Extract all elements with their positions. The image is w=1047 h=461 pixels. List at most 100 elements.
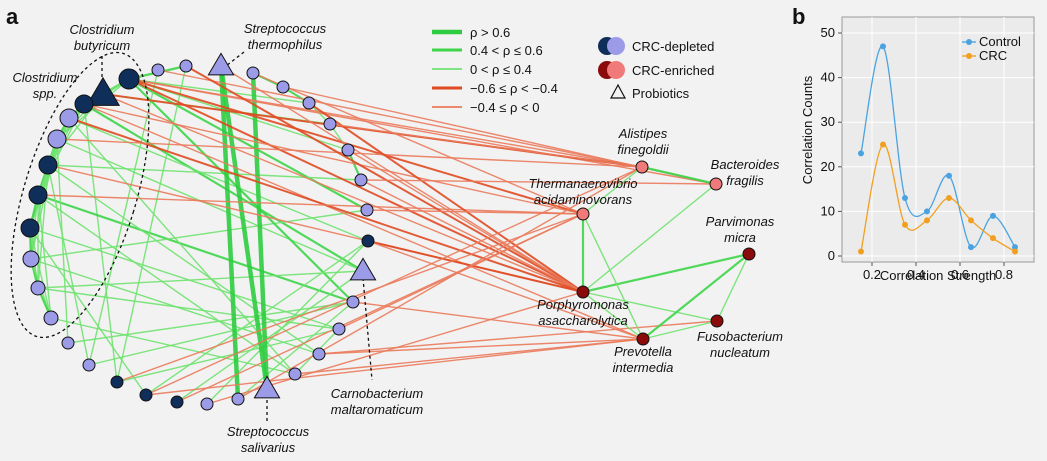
y-tick-label-5: 50	[821, 25, 835, 40]
point-control-7	[1012, 244, 1018, 251]
label-bacteroides-fragilis-2: fragilis	[726, 173, 764, 188]
legend-marker-crc	[966, 53, 972, 59]
node-n7	[28, 185, 48, 205]
legend-label-enriched: CRC-enriched	[632, 63, 714, 78]
clostridium-spp-group-outline	[10, 51, 150, 339]
plot-area	[841, 16, 1035, 263]
x-axis-label: Correlation Strength	[880, 268, 996, 283]
node-probiotic-cb	[85, 76, 121, 106]
label-clostridium-butyricum-1: Clostridium	[69, 22, 134, 37]
panel-b-label: b	[792, 4, 805, 29]
network-edge-sth-pas	[220, 65, 584, 293]
network-edge-n21-pin	[318, 338, 644, 355]
label-porphyromonas-1: Porphyromonas	[537, 297, 629, 312]
network-edge-n30-pas	[308, 102, 584, 293]
node-ta	[576, 207, 590, 221]
network-edge-n25-pin	[367, 240, 644, 340]
network-edge-pas-pin	[582, 291, 644, 340]
label-parvimonas-micra-1: Parvimonas	[706, 214, 775, 229]
label-clostridium-spp-2: spp.	[33, 86, 58, 101]
label-thermanaerovibrio-2: acidaminovorans	[534, 192, 633, 207]
callout-streptococcus-thermophilus	[225, 51, 245, 67]
network-edge-n27-bf	[360, 179, 717, 185]
node-n32	[246, 66, 260, 80]
annotation-callouts	[10, 51, 373, 422]
point-control-3	[924, 208, 930, 215]
node-n16	[170, 395, 184, 409]
network-edge-pmi-pin	[642, 253, 750, 340]
point-control-1	[880, 43, 886, 50]
network-edge-n16-ta	[176, 213, 584, 403]
network-edge-n14-n22	[116, 328, 340, 383]
chart-series	[858, 43, 1018, 255]
x-tick-label-3: 0.8	[995, 267, 1013, 282]
node-bf	[709, 177, 723, 191]
network-edge-bf-pas	[582, 183, 717, 293]
node-n10	[30, 280, 46, 296]
legend-label-control: Control	[979, 34, 1021, 49]
network-edge-n10-n22	[37, 287, 340, 330]
node-pin	[636, 332, 650, 346]
network-edge-n28-pas	[347, 149, 584, 293]
edge-legend: ρ > 0.6 0.4 < ρ ≤ 0.6 0 < ρ ≤ 0.4 −0.6 ≤…	[432, 25, 558, 115]
point-control-4	[946, 172, 952, 179]
legend-swatch-enriched-light	[607, 61, 625, 79]
point-crc-6	[990, 235, 996, 242]
network-edge-af-ta	[582, 166, 643, 215]
point-crc-7	[1012, 248, 1018, 255]
callout-carnobacterium	[362, 277, 373, 381]
node-n14	[110, 375, 124, 389]
network-edge-sth-n18	[218, 65, 241, 400]
node-n27	[354, 173, 368, 187]
network-edge-n34-n14	[116, 65, 187, 383]
label-fusobacterium-nucleatum-1: Fusobacterium	[697, 329, 783, 344]
label-alistipes-finegoldii-1: Alistipes	[618, 126, 668, 141]
node-n23	[346, 295, 360, 309]
node-probiotic-carn	[349, 257, 377, 281]
network-edge-n10-carn	[37, 270, 364, 289]
network-edge-n15-af	[145, 166, 643, 396]
x-tick-label-0: 0.2	[863, 267, 881, 282]
legend-label-edge-4: −0.6 ≤ ρ < −0.4	[470, 81, 558, 96]
node-af	[635, 160, 649, 174]
node-n18	[231, 392, 245, 406]
legend-label-edge-1: ρ > 0.6	[470, 25, 510, 40]
y-tick-label-3: 30	[821, 114, 835, 129]
node-n34	[179, 59, 193, 73]
label-streptococcus-salivarius-2: salivarius	[241, 440, 296, 455]
network-edge-n25-pas	[367, 240, 584, 293]
panel-a-label: a	[6, 4, 19, 29]
network-edge-n1-ta	[128, 78, 584, 215]
network-edge-n12-n23	[67, 301, 354, 344]
label-carnobacterium-2: maltaromaticum	[331, 402, 424, 417]
network-edge-n15-pin	[145, 338, 644, 396]
node-probiotic-ssal	[253, 375, 281, 399]
network-edge-n16-carn	[176, 270, 364, 403]
point-crc-4	[946, 195, 952, 202]
node-legend: CRC-depleted CRC-enriched Probiotics	[598, 37, 714, 101]
network-edge-n27-pas	[360, 179, 584, 293]
network-edge-n23-pin	[352, 301, 644, 340]
network-edge-pmi-fnu	[716, 253, 750, 322]
node-n13	[82, 358, 96, 372]
network-edge-n7-ta	[37, 194, 584, 215]
legend-label-depleted: CRC-depleted	[632, 39, 714, 54]
y-tick-label-1: 10	[821, 203, 835, 218]
node-n1	[118, 68, 140, 90]
node-n29	[323, 117, 337, 131]
network-edge-n3-ta	[83, 103, 584, 215]
network-edge-n8-n15	[29, 227, 147, 396]
legend-label-edge-5: −0.4 ≤ ρ < 0	[470, 100, 539, 115]
point-crc-1	[880, 141, 886, 148]
network-edge-n8-n11	[29, 227, 52, 319]
node-n30	[302, 96, 316, 110]
legend-label-edge-2: 0.4 < ρ ≤ 0.6	[470, 43, 543, 58]
network-edge-n32-ta	[252, 72, 584, 215]
node-probiotic-sth	[207, 52, 235, 76]
node-fnu	[710, 314, 724, 328]
node-n21	[312, 347, 326, 361]
node-n4	[59, 108, 79, 128]
point-crc-0	[858, 248, 864, 255]
